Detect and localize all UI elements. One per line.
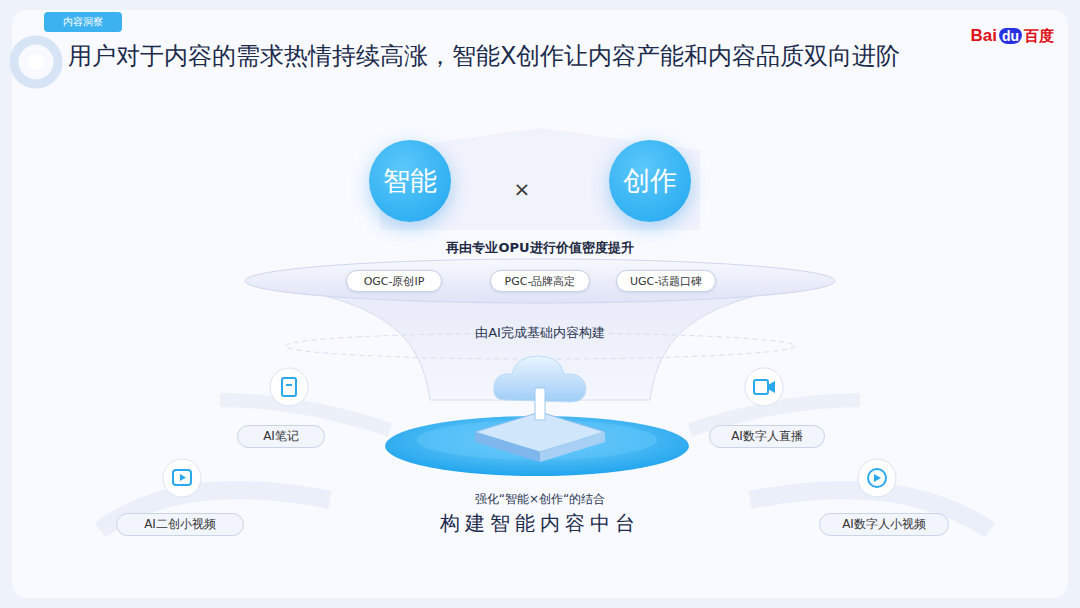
brand-logo: Baidu百度 xyxy=(970,26,1054,46)
node-text: AI笔记 xyxy=(263,428,299,445)
tag-pill: UGC-话题口碑 xyxy=(616,270,716,292)
section-tag: 内容洞察 xyxy=(63,15,103,29)
logo-text: du xyxy=(999,28,1022,44)
node-text: AI二创小视频 xyxy=(144,516,216,533)
node-text: AI数字人直播 xyxy=(731,428,803,445)
tag-pill: PGC-品牌高定 xyxy=(490,270,590,292)
tag-pill: AI数字人直播 xyxy=(709,425,825,448)
caption-text: 再由专业OPU进行价值密度提升 xyxy=(446,239,633,257)
times-sign: × xyxy=(514,177,531,201)
node-text: OGC-原创IP xyxy=(364,274,425,289)
logo-text: 百度 xyxy=(1024,27,1054,46)
tag-pill: AI二创小视频 xyxy=(116,513,244,536)
tag-pill: AI笔记 xyxy=(237,425,325,448)
node-text: PGC-品牌高定 xyxy=(505,274,576,289)
platform-title: 构建智能内容中台 xyxy=(440,510,640,537)
node-text: AI数字人小视频 xyxy=(842,516,926,533)
concept-circle: 智能 xyxy=(369,140,451,222)
logo-text: Bai xyxy=(970,26,996,46)
caption-text: 由AI完成基础内容构建 xyxy=(475,324,605,342)
tag-pill: OGC-原创IP xyxy=(346,270,442,292)
tag-pill: AI数字人小视频 xyxy=(819,513,949,536)
slide-title: 用户对于内容的需求热情持续高涨，智能X创作让内容产能和内容品质双向进阶 xyxy=(68,40,900,72)
caption-text: 强化“智能×创作“的结合 xyxy=(475,491,606,508)
node-text: 智能 xyxy=(383,163,437,199)
node-text: UGC-话题口碑 xyxy=(630,274,702,289)
node-text: 创作 xyxy=(623,163,677,199)
concept-circle: 创作 xyxy=(609,140,691,222)
